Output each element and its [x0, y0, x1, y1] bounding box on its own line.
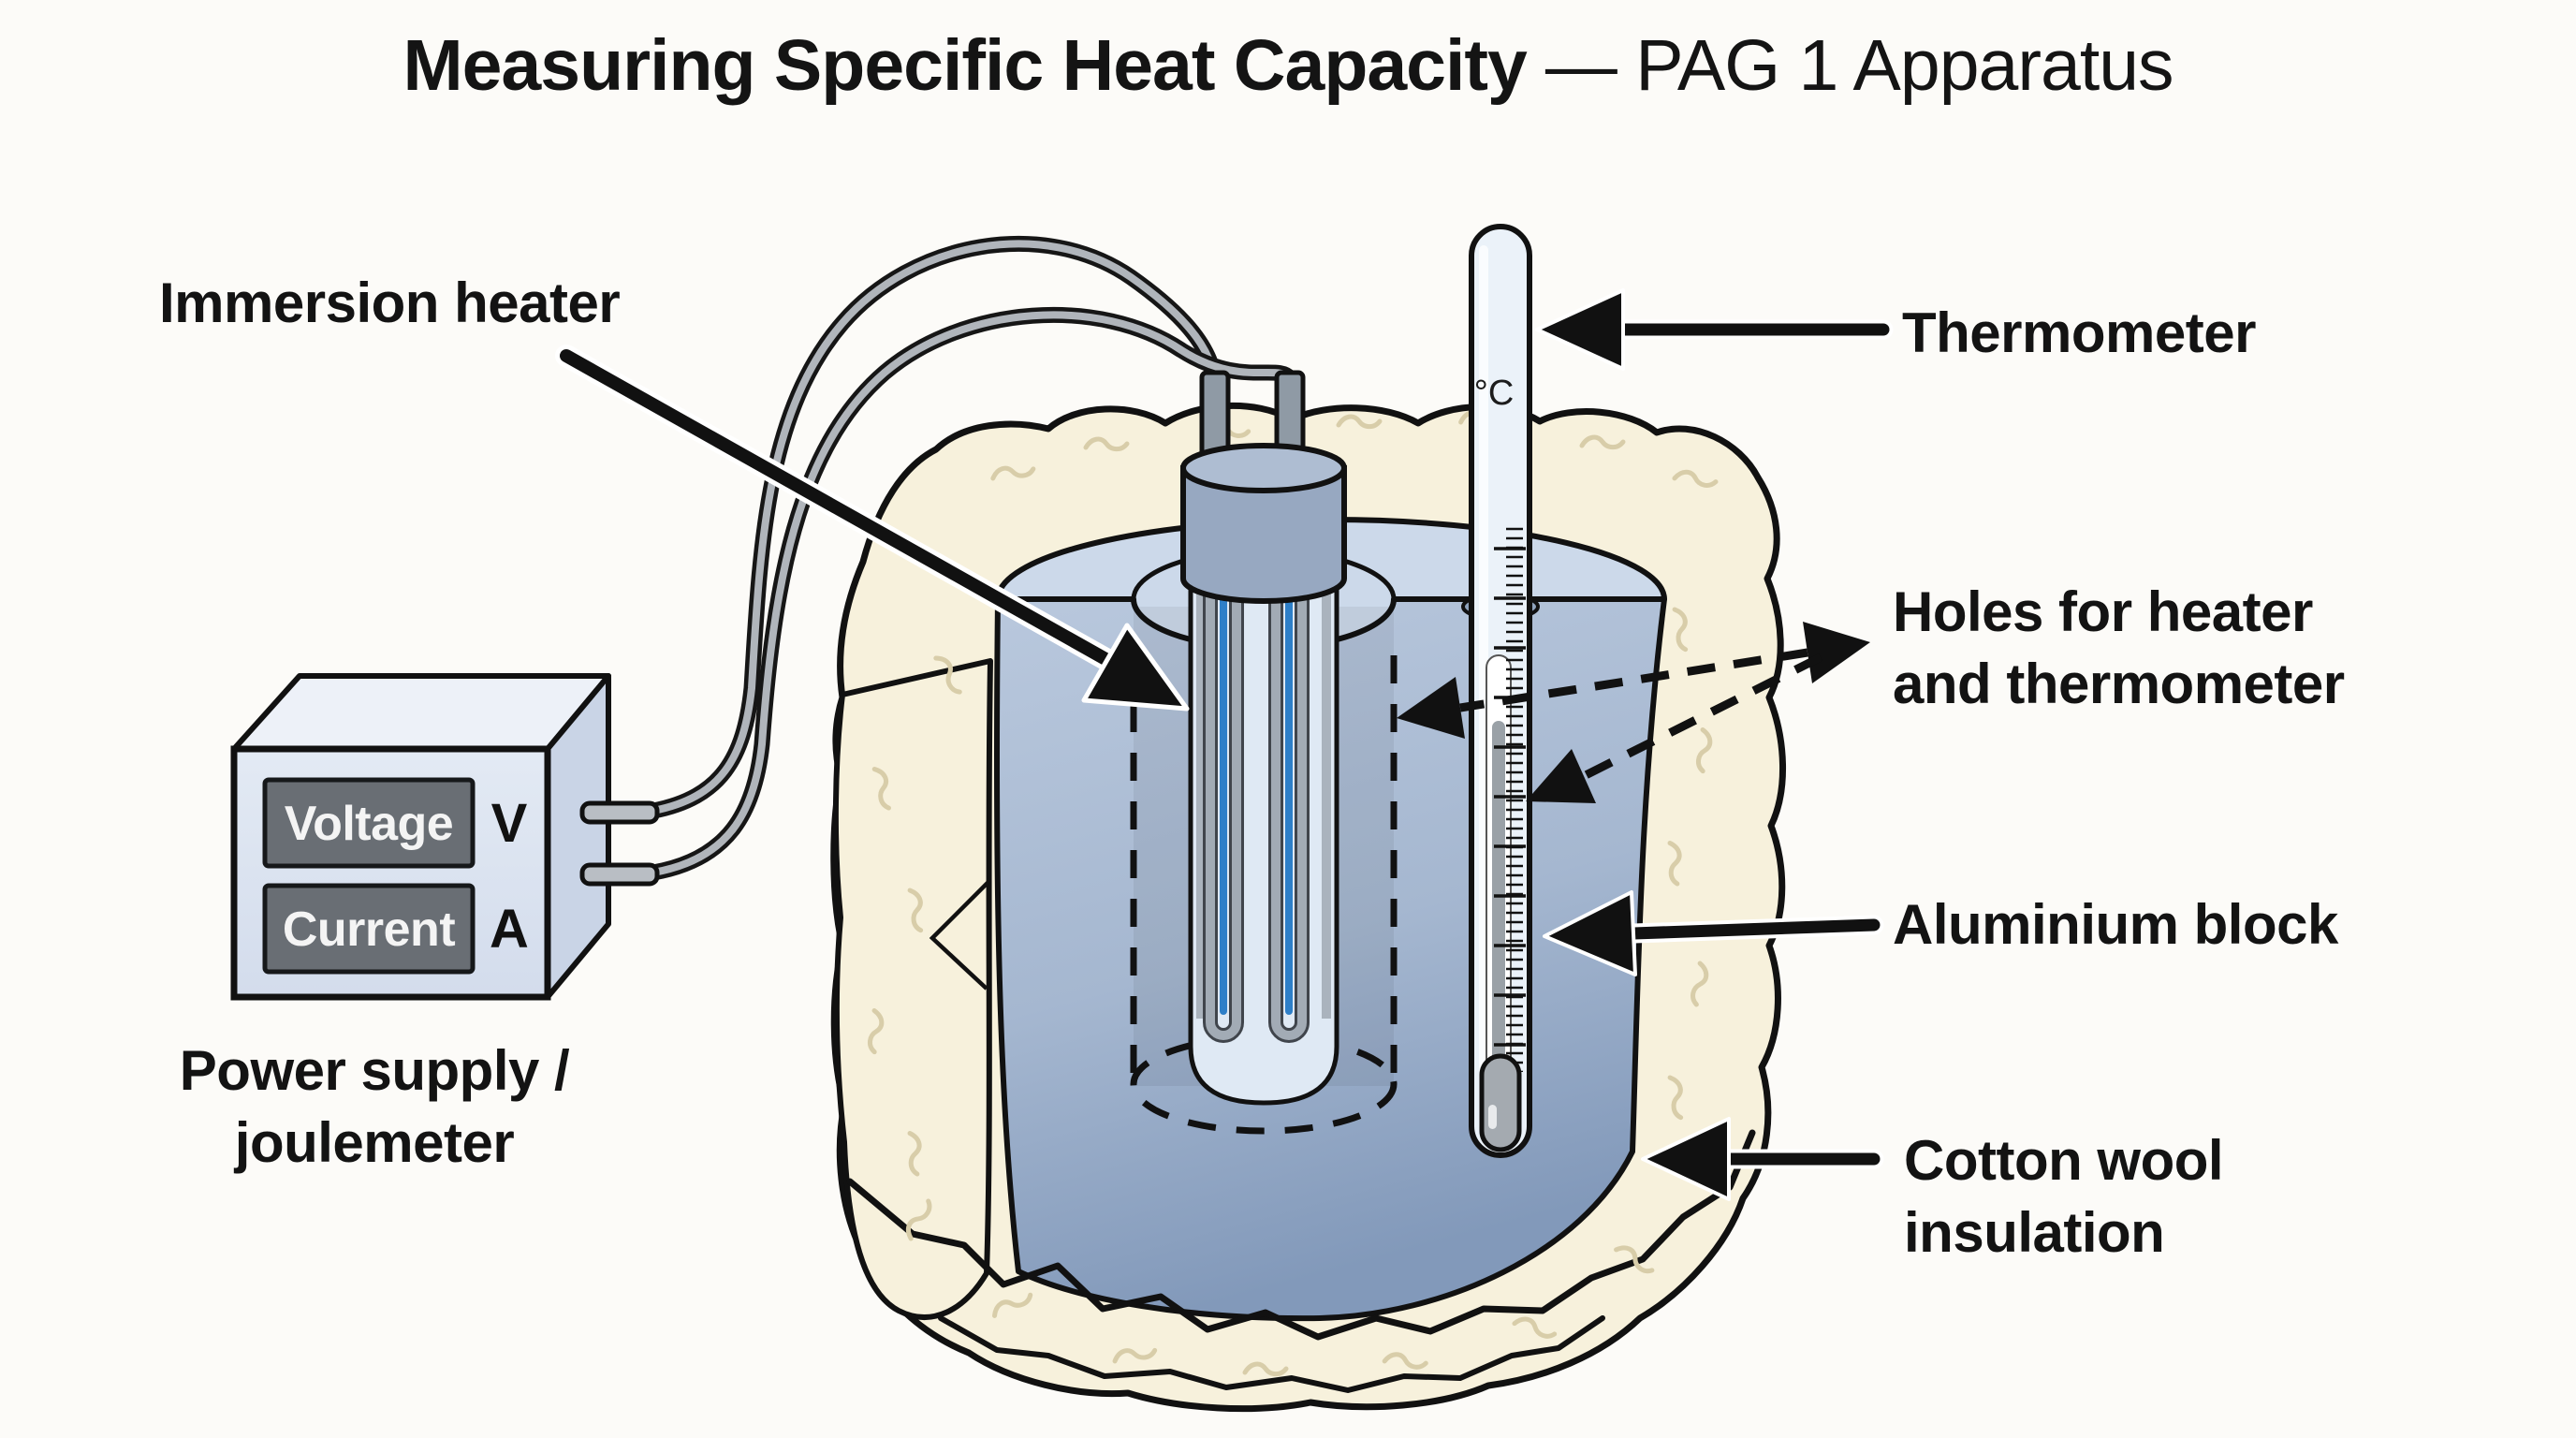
- current-unit-text: A: [490, 899, 529, 960]
- page-title-suffix: — PAG 1 Apparatus: [1544, 25, 2174, 106]
- dashed-leader-heater-hole: [1397, 622, 1870, 739]
- voltage-display: [262, 777, 476, 869]
- immersion-heater-label: Immersion heater: [159, 271, 621, 334]
- holes-label-line1: Holes for heater: [1893, 580, 2313, 643]
- scale-ticks-minor: [1503, 524, 1524, 1072]
- heater-cap-top: [1180, 443, 1347, 493]
- cotton-cut-face: [832, 658, 993, 1320]
- arrow-aluminium-block: [1543, 890, 1884, 976]
- celsius-label: °C: [1474, 374, 1515, 413]
- dashed-leader-thermometer-hole: [1526, 653, 1823, 803]
- thermometer-bulb: [1479, 1053, 1522, 1152]
- arrow-cotton-wool: [1641, 1117, 1884, 1201]
- arrow-immersion-heater: [555, 345, 1190, 712]
- arrow-thermometer: [1535, 288, 1894, 371]
- cut-face-step: [929, 878, 992, 990]
- thermometer: °C: [1469, 224, 1532, 1158]
- voltage-unit-text: V: [491, 793, 528, 854]
- cotton-wool-label: Cotton wool insulation: [1904, 1125, 2224, 1269]
- terminal-top: [579, 800, 660, 825]
- holes-label-line2: and thermometer: [1893, 652, 2345, 715]
- power-supply-box: Voltage Current V A: [230, 673, 660, 1001]
- heater-cap-body: [1180, 465, 1347, 604]
- page-title: Measuring Specific Heat Capacity— PAG 1 …: [0, 24, 2576, 108]
- bulb-highlight: [1488, 1105, 1497, 1129]
- cable-current: [645, 306, 1298, 881]
- power-supply-label: Power supply / joulemeter: [112, 1035, 637, 1180]
- terminal-bottom: [579, 862, 660, 887]
- voltage-display-text: Voltage: [285, 797, 453, 851]
- page-title-main: Measuring Specific Heat Capacity: [402, 25, 1527, 106]
- cotton-wool-label-line2: insulation: [1904, 1200, 2165, 1264]
- heater-element: [1196, 573, 1331, 1043]
- power-supply-label-line2: joulemeter: [234, 1110, 515, 1174]
- aluminium-block-label: Aluminium block: [1893, 893, 2338, 956]
- cable-voltage: [645, 236, 1222, 819]
- current-display-text: Current: [283, 902, 455, 957]
- power-supply-label-line1: Power supply /: [179, 1039, 570, 1102]
- cotton-layer-lines: [846, 1129, 1756, 1393]
- immersion-heater: [1180, 370, 1347, 1106]
- thermometer-label: Thermometer: [1902, 301, 2256, 364]
- box-top-face: [231, 673, 611, 752]
- holes-label: Holes for heater and thermometer: [1893, 577, 2345, 721]
- current-display: [262, 883, 476, 975]
- cotton-wool-label-line1: Cotton wool: [1904, 1129, 2224, 1192]
